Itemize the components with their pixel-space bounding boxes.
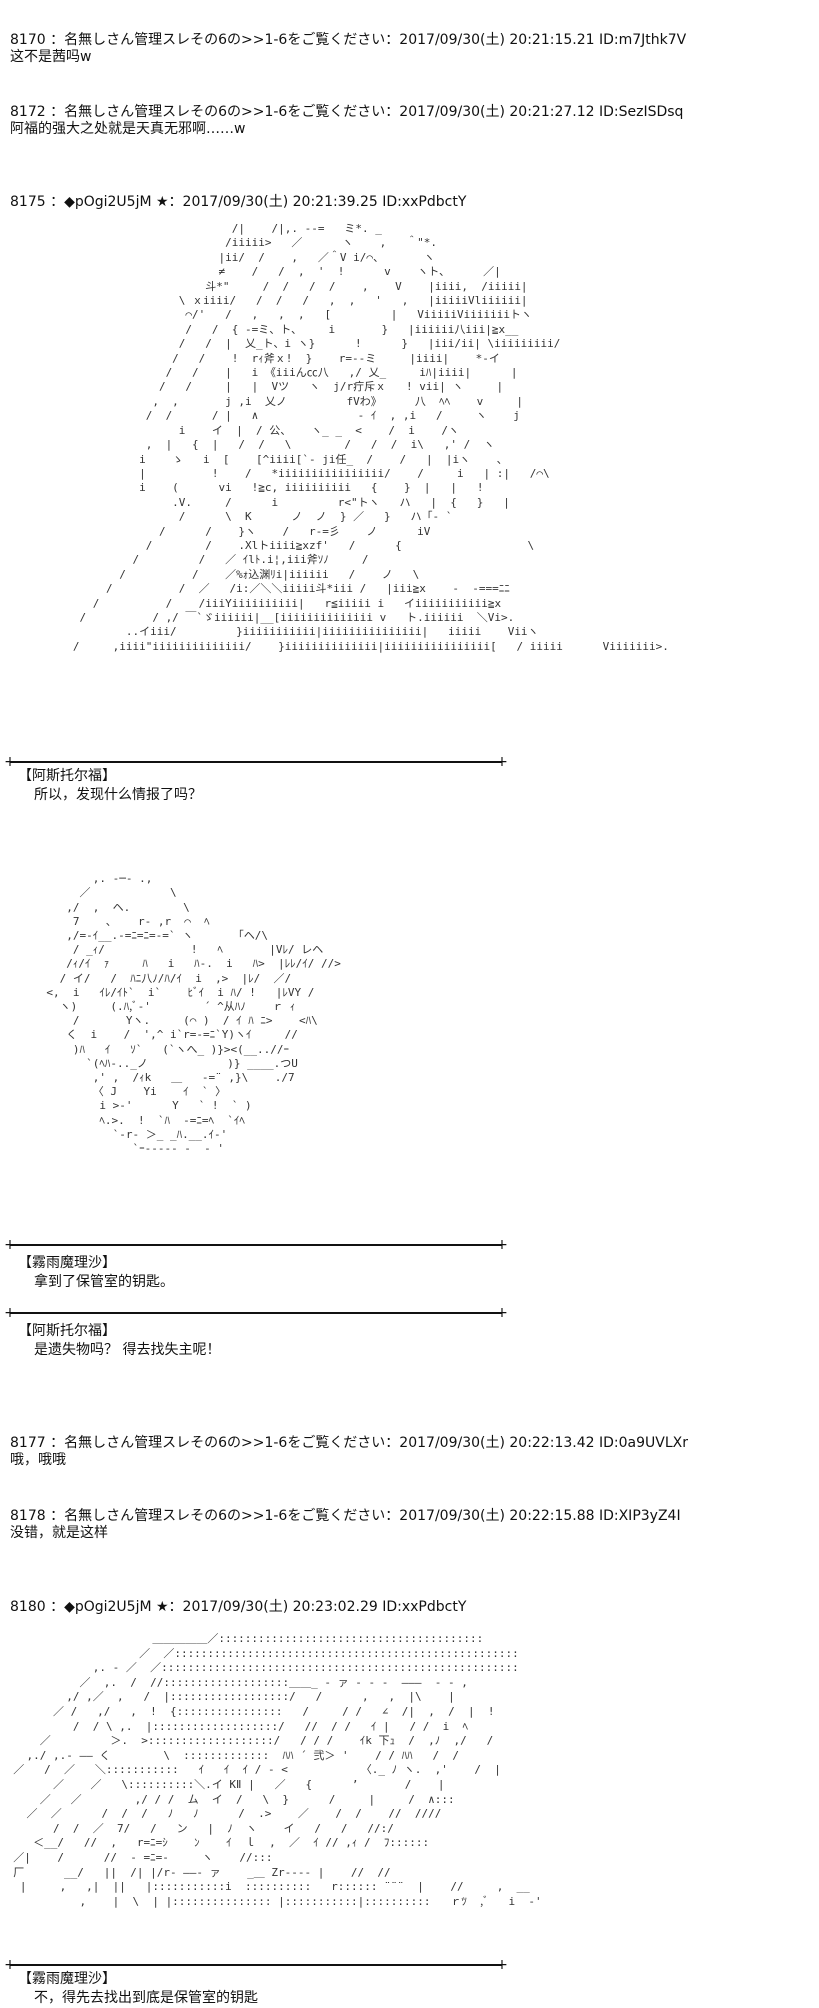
post-header: 8178 ：名無しさん管理スレその6の>>1-6をご覧ください：2017/09/… [10, 1508, 681, 1524]
post-header: 8177 ：名無しさん管理スレその6の>>1-6をご覧ください：2017/09/… [10, 1435, 688, 1451]
post-body: 没错，就是这样 [10, 1525, 108, 1541]
divider-cross: + [496, 1957, 508, 1973]
ascii-art-scene: ＿＿＿＿＿／::::::::::::::::::::::::::::::::::… [13, 1632, 542, 1908]
speaker-name: 【霧雨魔理沙】 [18, 1971, 116, 1987]
divider: + + [4, 1958, 508, 1972]
dialog-line: 不，得先去找出到底是保管室的钥匙 [34, 1990, 258, 2006]
divider: + + [4, 755, 508, 769]
divider: + + [4, 1306, 508, 1320]
dialog-line: 拿到了保管室的钥匙。 [34, 1274, 174, 1290]
dialog-line: 所以，发现什么情报了吗？ [34, 787, 202, 803]
post-8170: 8170 ：名無しさん管理スレその6の>>1-6をご覧ください：2017/09/… [10, 32, 686, 66]
speaker-name: 【阿斯托尔福】 [18, 1323, 116, 1339]
divider-line [10, 1964, 502, 1966]
post-8178: 8178 ：名無しさん管理スレその6の>>1-6をご覧ください：2017/09/… [10, 1508, 681, 1542]
post-body: 阿福的强大之处就是天真无邪啊……w [10, 121, 246, 137]
speaker-name: 【阿斯托尔福】 [18, 768, 116, 784]
divider-cross: + [496, 1237, 508, 1253]
dialog-block: 【阿斯托尔福】 是遗失物吗？ 得去找失主呢！ [18, 1322, 220, 1360]
post-body: 这不是茜吗w [10, 49, 92, 65]
divider-cross: + [4, 754, 16, 770]
divider-cross: + [4, 1237, 16, 1253]
divider-cross: + [496, 1305, 508, 1321]
speaker-name: 【霧雨魔理沙】 [18, 1255, 116, 1271]
post-8172: 8172 ：名無しさん管理スレその6の>>1-6をご覧ください：2017/09/… [10, 104, 683, 138]
divider: + + [4, 1238, 508, 1252]
divider-cross: + [4, 1957, 16, 1973]
post-8177: 8177 ：名無しさん管理スレその6の>>1-6をご覧ください：2017/09/… [10, 1435, 688, 1469]
post-header: 8170 ：名無しさん管理スレその6の>>1-6をご覧ください：2017/09/… [10, 32, 687, 48]
post-header: 8175 ：◆pOgi2U5jM ★：2017/09/30(土) 20:21:3… [10, 194, 467, 210]
dialog-block: 【阿斯托尔福】 所以，发现什么情报了吗？ [18, 767, 202, 805]
divider-cross: + [496, 754, 508, 770]
dialog-block: 【霧雨魔理沙】 不，得先去找出到底是保管室的钥匙 [18, 1970, 258, 2008]
dialog-line: 是遗失物吗？ 得去找失主呢！ [34, 1342, 221, 1358]
ascii-art-astolfo: /| /|,. ‐‐= ミ*. _ /iiiii> ／ ヽ , ＾"*. |ii… [72, 222, 669, 653]
post-body: 哦，哦哦 [10, 1452, 66, 1468]
divider-line [10, 1244, 502, 1246]
post-8175: 8175 ：◆pOgi2U5jM ★：2017/09/30(土) 20:21:3… [10, 194, 466, 211]
dialog-block: 【霧雨魔理沙】 拿到了保管室的钥匙。 [18, 1254, 174, 1292]
ascii-art-marisa: ,. ‐─- ., ／ \ ,/ , ヘ. \ 7 ､ r‐ ,r ⌒ ﾍ ,/… [46, 872, 341, 1156]
divider-line [10, 761, 502, 763]
post-header: 8172 ：名無しさん管理スレその6の>>1-6をご覧ください：2017/09/… [10, 104, 684, 120]
post-header: 8180 ：◆pOgi2U5jM ★：2017/09/30(土) 20:23:0… [10, 1599, 467, 1615]
divider-line [10, 1312, 502, 1314]
divider-cross: + [4, 1305, 16, 1321]
post-8180: 8180 ：◆pOgi2U5jM ★：2017/09/30(土) 20:23:0… [10, 1599, 466, 1616]
